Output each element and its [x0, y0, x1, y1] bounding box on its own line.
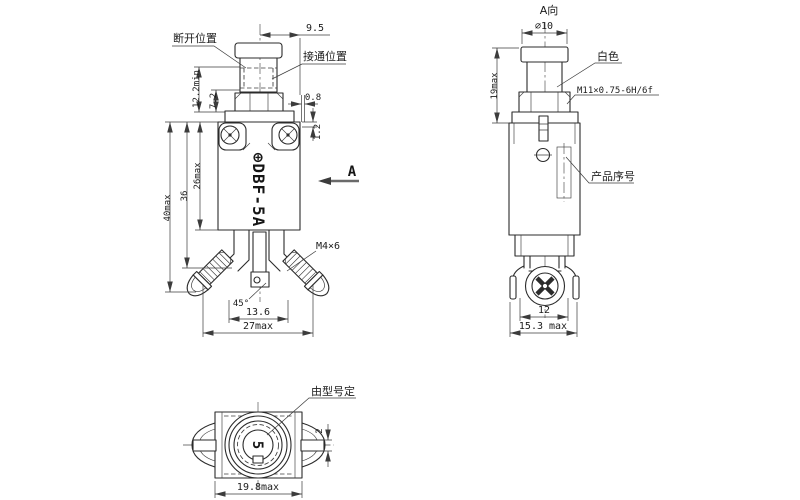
front-dimensions: 9.5 0.8 1.2 12.2min 7.2 26max 36 40max	[163, 23, 330, 337]
off-position-label: 断开位置	[173, 31, 217, 45]
dim-terminal-height: 36	[180, 191, 190, 202]
bottom-terminal-right	[300, 422, 326, 468]
side-clips	[513, 123, 576, 144]
serial-number-label: 产品序号	[591, 169, 635, 183]
hex-nut	[234, 92, 284, 112]
bottom-hidden-edges	[224, 415, 293, 475]
front-callouts: 断开位置 接通位置 M4×6	[172, 31, 347, 272]
side-terminal-screw-end	[524, 265, 566, 307]
dim-body-height: 26max	[193, 162, 203, 190]
brand-marking: ⊕DBF-5A	[249, 153, 268, 227]
dim-button-height: 19max	[490, 72, 500, 100]
side-dimensions: ∅10 19max 12 15.3 max	[490, 21, 578, 337]
dim-side-terminal-span: 12	[538, 305, 550, 316]
dim-overall-depth: 15.3 max	[519, 321, 567, 332]
bottom-dimensions: 2 19.8max	[214, 424, 332, 498]
bottom-terminal-left	[191, 422, 217, 468]
dim-button-travel: 12.2min	[192, 70, 202, 108]
serial-number-area	[556, 143, 572, 202]
thread-spec-label: M11×0.75-6H/6f	[577, 86, 653, 96]
rating-marking: 5	[249, 441, 265, 449]
section-arrowhead	[318, 177, 331, 185]
bottom-view: 5 2 19.8max 由型号定	[183, 384, 356, 498]
dim-panel-step-width: 0.8	[305, 93, 321, 103]
side-nut	[518, 91, 571, 113]
ear-screw-left	[220, 125, 240, 145]
dim-panel-step-height: 1.2	[313, 124, 323, 140]
ear-screw-right	[278, 125, 298, 145]
front-view: ⊕DBF-5A	[163, 23, 359, 337]
section-arrow: A	[318, 164, 359, 185]
terminal-screw-left	[186, 249, 234, 297]
keyway-notch	[252, 455, 264, 464]
dim-overall-width: 27max	[243, 321, 273, 332]
dim-button-offset: 9.5	[306, 23, 324, 34]
rating-note-label: 由型号定	[311, 384, 355, 398]
side-base	[508, 234, 581, 307]
push-button	[234, 42, 283, 93]
side-button	[520, 46, 569, 93]
side-view-title: A向	[540, 3, 559, 17]
section-arrow-label: A	[348, 164, 357, 180]
mounting-flange	[224, 110, 295, 123]
terminal-screw-right	[282, 249, 330, 297]
dim-button-diameter: ∅10	[535, 21, 553, 32]
terminal-screw-spec-label: M4×6	[316, 241, 340, 252]
side-view: A向	[490, 3, 659, 337]
side-rivet-pin	[538, 115, 549, 142]
dim-bottom-overall-width: 19.8max	[237, 482, 279, 493]
side-body	[508, 122, 581, 236]
center-post	[250, 231, 270, 288]
button-pressed-ghost	[240, 67, 277, 89]
side-callouts: 白色 M11×0.75-6H/6f 产品序号	[556, 49, 659, 184]
dim-overall-height: 40max	[163, 194, 173, 222]
dim-tab-thickness: 2	[315, 428, 325, 433]
mounting-ears	[218, 122, 300, 151]
on-position-label: 接通位置	[303, 49, 347, 63]
bottom-callouts: 由型号定	[266, 384, 356, 436]
dim-screw-angle: 45°	[233, 299, 249, 309]
button-color-label: 白色	[597, 49, 619, 63]
dim-nut-stack-height: 7.2	[209, 93, 219, 109]
dim-terminal-span: 13.6	[246, 307, 270, 318]
